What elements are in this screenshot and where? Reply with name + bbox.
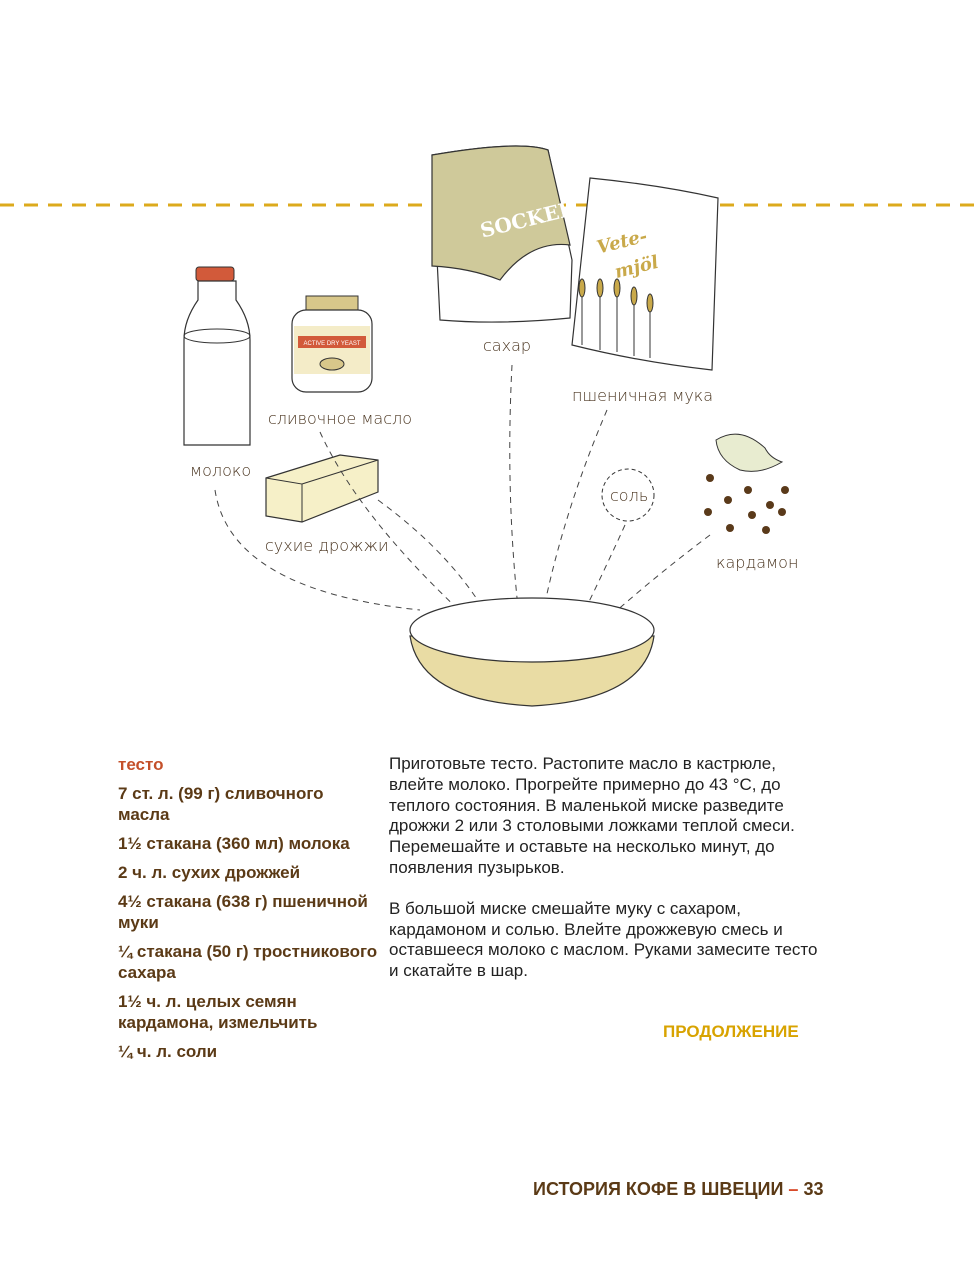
svg-text:ACTIVE DRY YEAST: ACTIVE DRY YEAST (303, 341, 360, 347)
page-number: 33 (803, 1179, 824, 1199)
label-salt: соль (610, 486, 648, 505)
milk-bottle-icon (183, 266, 251, 446)
label-yeast: сухие дрожжи (265, 536, 389, 555)
ingredient-item: 4½ стакана (638 г) пшеничной муки (118, 892, 368, 932)
continued-label: ПРОДОЛЖЕНИЕ (663, 1022, 799, 1041)
flour-bag-icon: Vete- mjöl (571, 177, 719, 371)
ingredients-list: тесто 7 ст. л. (99 г) сливочного масла 1… (118, 754, 378, 1070)
label-sugar: сахар (483, 336, 531, 355)
ingredient-item: 7 ст. л. (99 г) сливочного масла (118, 784, 324, 824)
running-title: ИСТОРИЯ КОФЕ В ШВЕЦИИ (533, 1179, 784, 1199)
mixing-bowl-icon (409, 597, 655, 707)
label-butter: сливочное масло (268, 409, 412, 428)
ingredient-item: 2 ч. л. сухих дрожжей (118, 863, 301, 882)
method-paragraph: В большой миске смешайте муку с сахаром,… (389, 898, 818, 981)
method-text: Приготовьте тесто. Растопите масло в кас… (389, 754, 829, 1002)
cardamom-icon (704, 433, 789, 534)
butter-block-icon (265, 454, 379, 523)
ingredient-item: ¼ ч. л. соли (118, 1042, 218, 1061)
sugar-bag-icon: SOCKER (431, 145, 578, 323)
method-paragraph: Приготовьте тесто. Растопите масло в кас… (389, 754, 795, 877)
footer-dash: – (788, 1179, 799, 1199)
ingredient-item: 1½ стакана (360 мл) молока (118, 834, 350, 853)
ingredient-item: 1½ ч. л. целых семян кардамона, измельчи… (118, 992, 318, 1032)
yeast-jar-icon: ACTIVE DRY YEAST (291, 295, 373, 393)
page-footer: ИСТОРИЯ КОФЕ В ШВЕЦИИ – 33 (533, 1179, 823, 1200)
ingredient-item: ¼ стакана (50 г) тростникового сахара (118, 942, 378, 982)
label-milk: молоко (190, 461, 251, 480)
ingredients-heading: тесто (118, 755, 164, 774)
label-flour: пшеничная мука (572, 386, 713, 405)
recipe-illustration: SOCKER Vete- mjöl ACTIVE DRY YEAST (0, 145, 974, 707)
label-cardamom: кардамон (716, 553, 798, 572)
salt-circle (601, 468, 655, 522)
